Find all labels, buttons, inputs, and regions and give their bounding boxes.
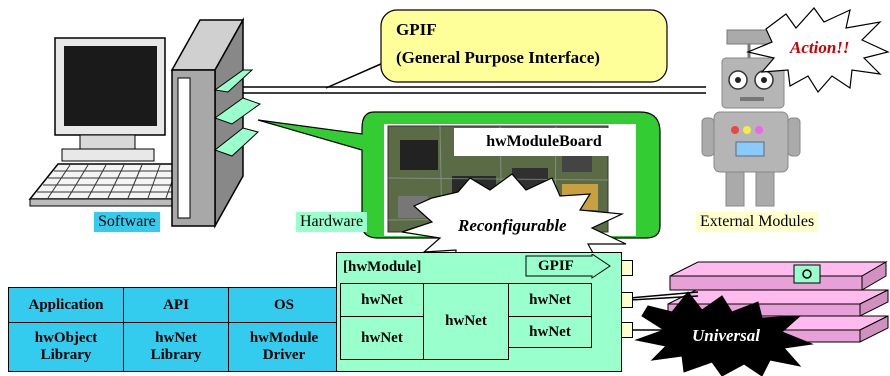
hwnet-right-1: hwNet xyxy=(508,283,592,317)
software-label: Software xyxy=(94,212,160,232)
external-modules-label: External Modules xyxy=(696,212,819,232)
hwnet-library: hwNet Library xyxy=(123,322,229,372)
gpif-callout xyxy=(380,9,668,83)
robot-icon xyxy=(701,29,801,207)
reconfigurable-label: Reconfigurable xyxy=(458,216,567,235)
action-label: Action!! xyxy=(790,38,850,57)
application-layer: Application xyxy=(8,287,124,323)
hwmodule-driver: hwModule Driver xyxy=(228,322,340,372)
hwnet-right-2: hwNet xyxy=(508,316,592,348)
keyboard-icon xyxy=(28,163,194,207)
action-burst xyxy=(746,7,890,94)
hwnet-center: hwNet xyxy=(423,283,509,360)
os-layer: OS xyxy=(228,287,340,323)
connector-1 xyxy=(621,292,633,308)
universal-label: Universal xyxy=(692,326,760,345)
gpif-port-label: GPIF xyxy=(538,258,574,274)
api-layer: API xyxy=(123,287,229,323)
gpif-subtitle: (General Purpose Interface) xyxy=(396,48,600,67)
connector-lines xyxy=(629,291,699,331)
hwmodule-title: [hwModule] xyxy=(343,259,422,275)
hwnet-left-1: hwNet xyxy=(340,283,424,317)
pc-tower-icon xyxy=(170,17,262,229)
universal-burst xyxy=(634,291,814,376)
computer-monitor-icon xyxy=(54,37,166,162)
connector-2 xyxy=(621,322,633,338)
board-title: hwModuleBoard xyxy=(454,128,634,156)
hwnet-left-2: hwNet xyxy=(340,316,424,360)
gpif-cable xyxy=(240,59,706,94)
gpif-connector xyxy=(621,260,633,276)
hwobject-library: hwObject Library xyxy=(8,322,124,372)
gpif-arrow xyxy=(525,254,611,279)
gpif-title: GPIF xyxy=(396,20,437,39)
hardware-label: Hardware xyxy=(296,212,368,232)
